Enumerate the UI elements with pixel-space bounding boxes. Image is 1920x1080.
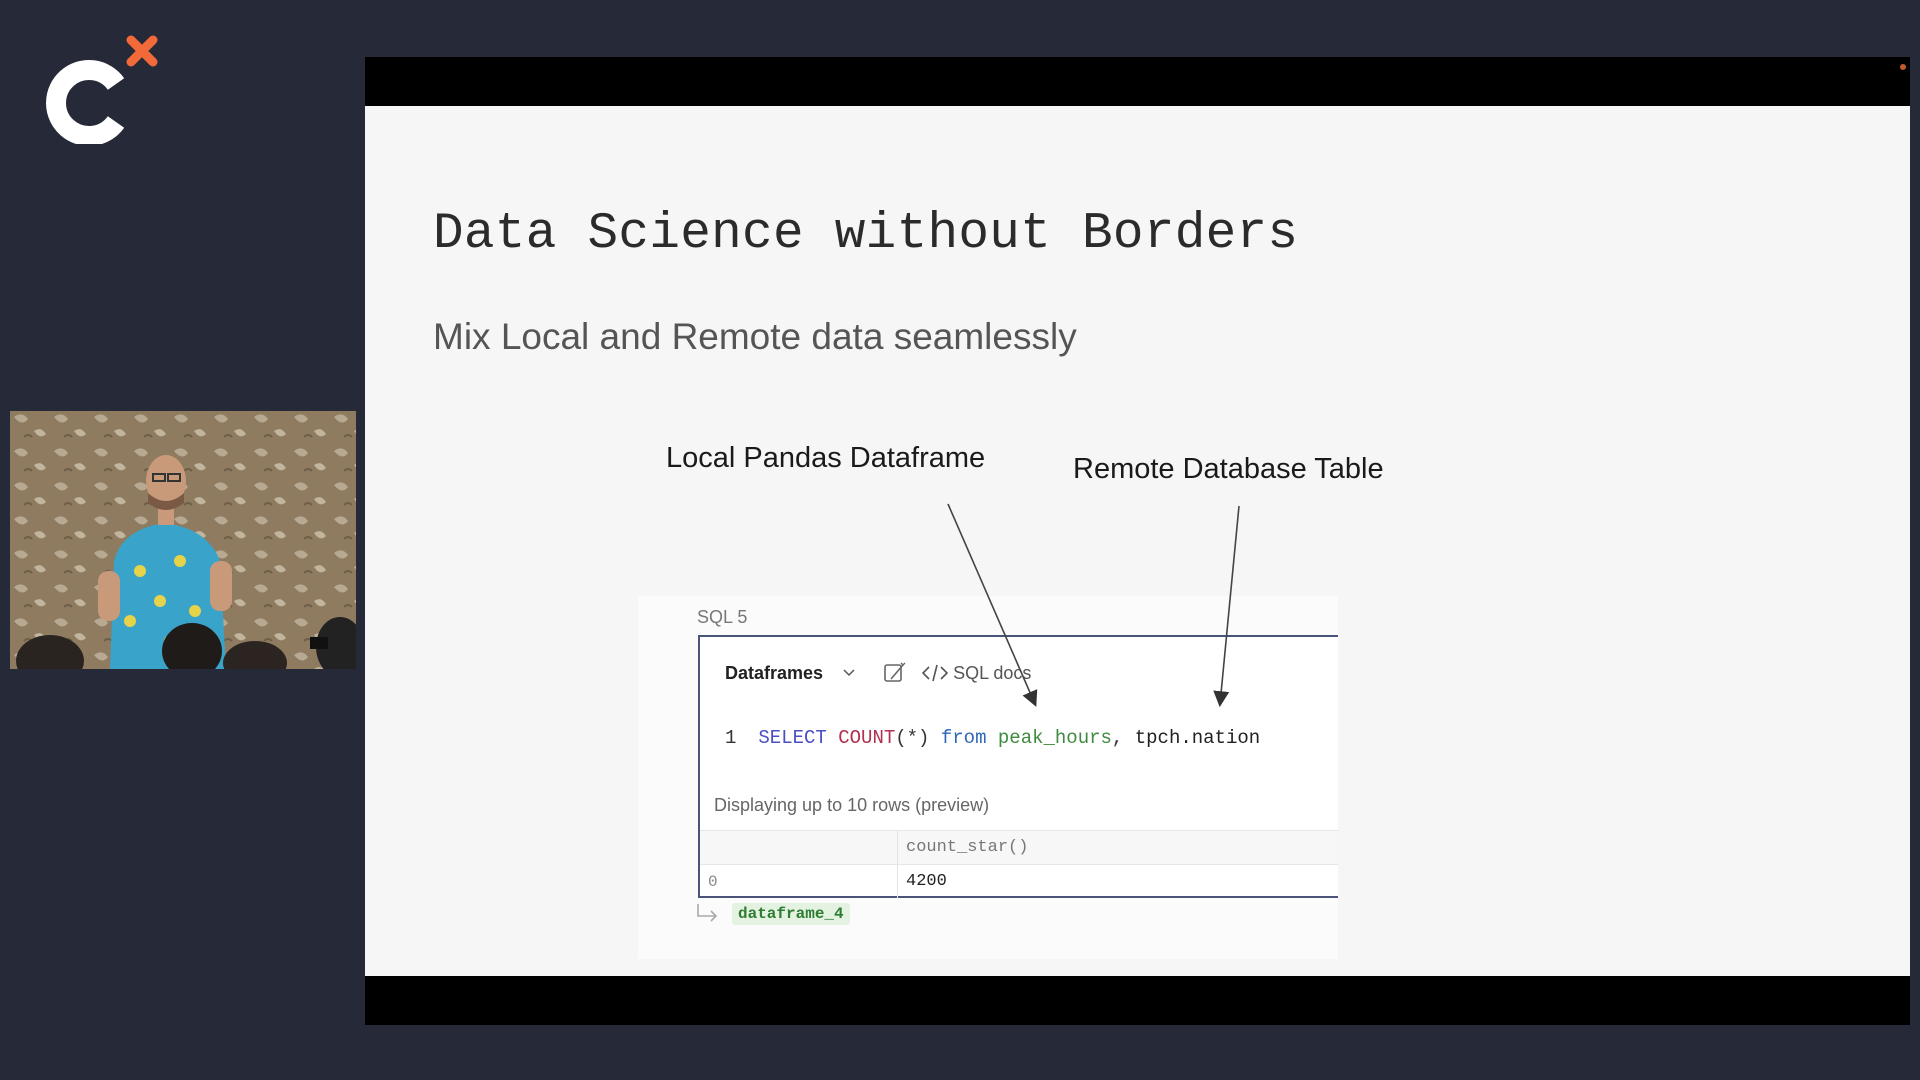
table-local: peak_hours (997, 727, 1112, 749)
code-comma: , (1111, 727, 1124, 749)
notebook-cell-screenshot: SQL 5 Dataframes (638, 596, 1338, 959)
sql-cell: Dataframes SQL docs (698, 635, 1338, 898)
keyword-select: SELECT (758, 727, 827, 749)
index-column-header (700, 831, 898, 864)
keyword-from: from (940, 727, 987, 749)
magic-wand-icon[interactable] (881, 659, 909, 687)
presentation-slide: Data Science without Borders Mix Local a… (365, 106, 1910, 976)
annotation-remote-table: Remote Database Table (1073, 453, 1384, 485)
code-icon[interactable] (921, 662, 949, 684)
chevron-down-icon[interactable] (841, 665, 857, 681)
result-table: count_star() 0 4200 (700, 830, 1338, 898)
sql-docs-link[interactable]: SQL docs (953, 662, 1032, 683)
annotation-local-dataframe: Local Pandas Dataframe (666, 442, 986, 474)
slide-subtitle: Mix Local and Remote data seamlessly (433, 316, 1077, 357)
line-number: 1 (725, 727, 737, 749)
source-select-label[interactable]: Dataframes (725, 662, 824, 683)
output-arrow-icon (697, 904, 718, 922)
slide-frame: Data Science without Borders Mix Local a… (365, 57, 1910, 1025)
slide-title: Data Science without Borders (433, 206, 1299, 263)
speaker-video (10, 411, 356, 669)
row-value: 4200 (906, 872, 947, 891)
sql-code-line[interactable]: 1 SELECT COUNT(*) from peak_hours, tpch.n… (725, 727, 1260, 749)
conference-logo (44, 34, 164, 146)
speaker-camera-feed (10, 411, 356, 669)
row-index: 0 (700, 865, 898, 898)
conference-logo-icon (46, 35, 158, 146)
function-count: COUNT (838, 727, 896, 749)
recording-indicator (1900, 64, 1906, 70)
count-args: (*) (895, 727, 930, 749)
result-table-header: count_star() (700, 830, 1338, 864)
preview-note: Displaying up to 10 rows (preview) (714, 795, 990, 815)
column-header: count_star() (906, 838, 1029, 857)
cell-label: SQL 5 (697, 607, 748, 627)
table-remote: tpch.nation (1134, 727, 1261, 749)
output-variable-chip[interactable]: dataframe_4 (732, 903, 850, 925)
table-row: 0 4200 (700, 864, 1338, 898)
cell-toolbar: Dataframes SQL docs (725, 657, 1031, 689)
